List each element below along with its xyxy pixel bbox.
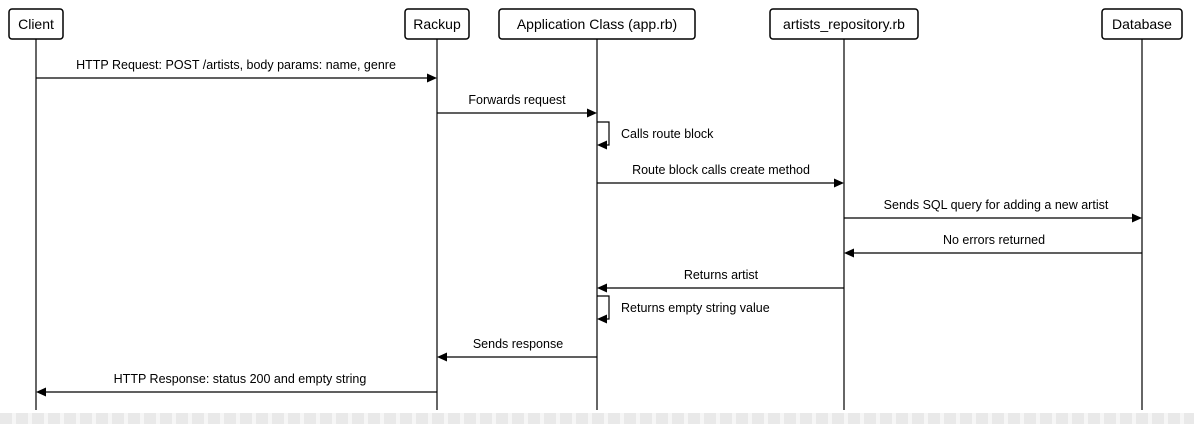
message-label: Sends response bbox=[473, 337, 563, 351]
actor-label: Rackup bbox=[413, 16, 461, 32]
message-label: No errors returned bbox=[943, 233, 1045, 247]
actor-box bbox=[498, 8, 696, 40]
actor-app: Application Class (app.rb) bbox=[498, 8, 696, 40]
actor-db: Database bbox=[1101, 8, 1183, 40]
actor-box bbox=[1101, 8, 1183, 40]
message-label: Calls route block bbox=[621, 127, 714, 141]
lifelines bbox=[35, 39, 1143, 410]
message-label: Route block calls create method bbox=[632, 163, 810, 177]
arrowhead bbox=[587, 108, 597, 118]
actor-box bbox=[769, 8, 919, 40]
message-label: HTTP Request: POST /artists, body params… bbox=[76, 58, 396, 72]
sequence-diagram: Client Rackup Application Class (app.rb)… bbox=[8, 8, 1183, 410]
message-5: Sends SQL query for adding a new artist bbox=[844, 198, 1142, 223]
message-2: Forwards request bbox=[437, 93, 597, 118]
arrowhead bbox=[427, 73, 437, 83]
arrowhead bbox=[597, 140, 607, 150]
message-label: Sends SQL query for adding a new artist bbox=[884, 198, 1109, 212]
message-arrow-line bbox=[597, 295, 610, 320]
arrowhead bbox=[437, 352, 447, 362]
message-6: No errors returned bbox=[844, 233, 1142, 258]
arrowhead bbox=[36, 387, 46, 397]
actor-label: Application Class (app.rb) bbox=[517, 16, 677, 32]
arrowhead bbox=[834, 178, 844, 188]
message-4: Route block calls create method bbox=[597, 163, 844, 188]
message-label: Returns empty string value bbox=[621, 301, 770, 315]
bottom-divider bbox=[0, 413, 1194, 424]
message-7: Returns artist bbox=[597, 268, 844, 293]
actor-label: Database bbox=[1112, 16, 1172, 32]
arrowhead bbox=[597, 283, 607, 293]
message-3-self: Calls route block bbox=[597, 121, 714, 150]
actor-label: Client bbox=[18, 16, 54, 32]
message-10: HTTP Response: status 200 and empty stri… bbox=[36, 372, 437, 397]
message-label: HTTP Response: status 200 and empty stri… bbox=[114, 372, 367, 386]
message-1: HTTP Request: POST /artists, body params… bbox=[36, 58, 437, 83]
message-arrow-line bbox=[597, 121, 610, 146]
message-label: Forwards request bbox=[468, 93, 566, 107]
actor-rackup: Rackup bbox=[404, 8, 470, 40]
actor-box bbox=[404, 8, 470, 40]
actor-label: artists_repository.rb bbox=[783, 16, 905, 32]
message-9: Sends response bbox=[437, 337, 597, 362]
arrowhead bbox=[1132, 213, 1142, 223]
message-8-self: Returns empty string value bbox=[597, 295, 770, 324]
message-label: Returns artist bbox=[684, 268, 759, 282]
arrowhead bbox=[597, 314, 607, 324]
actor-repo: artists_repository.rb bbox=[769, 8, 919, 40]
actor-client: Client bbox=[8, 8, 64, 40]
arrowhead bbox=[844, 248, 854, 258]
actor-box bbox=[8, 8, 64, 40]
